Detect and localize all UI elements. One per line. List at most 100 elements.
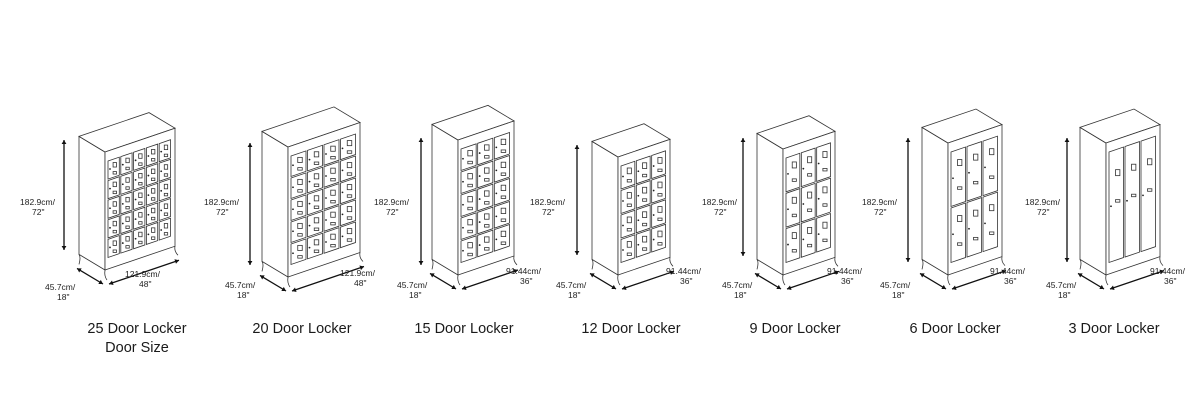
locker-25-door: 182.9cm/72"45.7cm/18"121.9cm/48": [20, 112, 180, 302]
width-label-cm: 91.44cm/: [990, 266, 1026, 276]
latch-icon: [952, 177, 954, 180]
handle-icon: [822, 168, 828, 172]
locker-name: 20 Door Locker: [252, 321, 352, 337]
handle-icon: [346, 238, 353, 242]
locker-door: [982, 191, 998, 253]
door-panel: [651, 174, 666, 204]
door-panel: [158, 197, 171, 222]
locker-door: [635, 180, 651, 209]
locker-door: [340, 221, 356, 249]
handle-icon: [163, 232, 169, 236]
locker-side-panel: [1079, 126, 1107, 276]
handle-icon: [791, 178, 797, 182]
locker-door: [635, 229, 651, 258]
vent-icon: [151, 188, 156, 194]
latch-icon: [478, 244, 481, 246]
locker-door: [307, 210, 323, 238]
arrow-head: [430, 273, 435, 278]
door-panel: [133, 167, 146, 191]
handle-icon: [125, 186, 130, 190]
vent-icon: [657, 206, 663, 213]
handle-icon: [346, 216, 353, 220]
latch-icon: [652, 238, 655, 241]
handle-icon: [957, 186, 963, 190]
width-label-cm: 121.9cm/: [125, 269, 161, 279]
locker-door: [133, 147, 146, 171]
locker-door: [120, 230, 133, 254]
handle-icon: [484, 247, 490, 251]
handle-icon: [500, 149, 507, 153]
latch-icon: [160, 189, 163, 192]
vent-icon: [973, 153, 979, 161]
latch-icon: [308, 224, 311, 227]
door-panel: [966, 197, 982, 258]
latch-icon: [984, 166, 986, 169]
latch-icon: [787, 208, 789, 211]
width-label-in: 36": [841, 276, 853, 286]
door-panel: [620, 234, 636, 264]
vent-icon: [138, 192, 143, 198]
handle-icon: [151, 177, 156, 182]
door-panel: [133, 206, 146, 230]
handle-icon: [791, 249, 797, 253]
depth-label-cm: 45.7cm/: [45, 282, 76, 292]
vent-icon: [467, 242, 473, 249]
latch-icon: [109, 226, 111, 229]
depth-label-in: 18": [892, 290, 904, 300]
locker-door: [620, 209, 636, 239]
vent-icon: [346, 228, 353, 235]
latch-icon: [817, 233, 820, 236]
handle-icon: [484, 224, 490, 228]
locker-name: 25 Door Locker: [87, 321, 187, 337]
height-arrow: [740, 138, 746, 256]
latch-icon: [292, 230, 294, 233]
arrow-head: [1078, 273, 1083, 278]
latch-icon: [495, 215, 498, 218]
door-panel: [158, 178, 171, 202]
vent-icon: [807, 191, 813, 199]
handle-icon: [657, 217, 663, 221]
locker-legs: [1079, 259, 1109, 286]
latch-icon: [292, 164, 294, 167]
locker-20-door: 182.9cm/72"45.7cm/18"121.9cm/48": [204, 106, 376, 300]
handle-icon: [626, 203, 632, 207]
locker-door: [133, 226, 146, 250]
locker-legs: [756, 259, 786, 286]
latch-icon: [308, 158, 311, 161]
door-panel: [785, 223, 801, 264]
locker-door: [290, 238, 307, 266]
arrow-head: [451, 284, 456, 289]
vent-icon: [313, 217, 320, 224]
height-label-cm: 182.9cm/: [20, 197, 56, 207]
vent-icon: [346, 184, 353, 191]
latch-icon: [478, 175, 481, 177]
locker-door: [950, 202, 966, 264]
handle-icon: [807, 243, 813, 248]
latch-icon: [109, 246, 111, 249]
locker-door: [145, 221, 159, 245]
locker-side-panel: [261, 130, 289, 278]
handle-icon: [138, 182, 143, 186]
door-panel: [1124, 141, 1140, 258]
locker-legs: [431, 259, 461, 286]
vent-icon: [467, 150, 473, 157]
handle-icon: [163, 212, 169, 216]
height-label-cm: 182.9cm/: [1025, 197, 1061, 207]
vent-icon: [822, 151, 828, 158]
arrow-line: [259, 274, 287, 292]
handle-icon: [112, 210, 117, 214]
latch-icon: [325, 153, 327, 155]
door-panel: [477, 183, 494, 212]
door-panel: [477, 137, 494, 166]
vent-icon: [626, 192, 632, 199]
vent-icon: [163, 183, 169, 190]
depth-label-cm: 45.7cm/: [722, 280, 753, 290]
locker-door: [651, 223, 666, 253]
handle-icon: [297, 189, 303, 193]
vent-icon: [297, 156, 303, 163]
depth-label-cm: 45.7cm/: [1046, 280, 1077, 290]
locker-door: [107, 176, 120, 200]
latch-icon: [652, 165, 655, 167]
vent-icon: [346, 206, 353, 213]
caption-12-door: 12 Door Locker: [551, 320, 711, 339]
